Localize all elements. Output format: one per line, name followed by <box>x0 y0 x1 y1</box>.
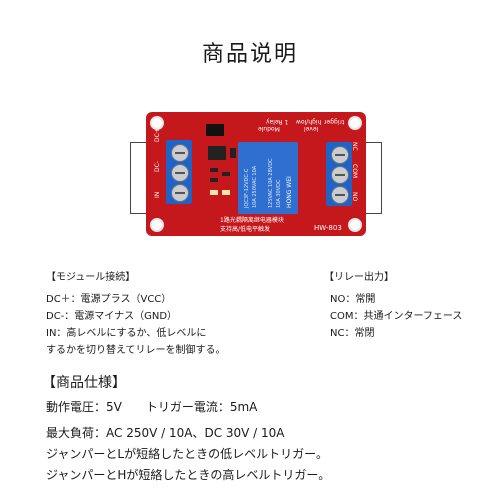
silk-header-4: level <box>304 125 319 132</box>
optocoupler-chip <box>208 146 226 160</box>
jumper-header <box>206 124 224 136</box>
silk-header-2: Module <box>258 125 280 132</box>
pin-label-dcplus: DC+ <box>154 128 161 142</box>
screw-terminal <box>331 166 349 184</box>
relay-out-heading: 【リレー出力】 <box>324 272 394 283</box>
silk-header-3: high/low <box>296 118 322 125</box>
pin-label-nc: NC <box>351 142 358 151</box>
mounting-hole <box>150 218 164 232</box>
relay-brand: HONG WEI <box>286 176 293 208</box>
right-bracket-line <box>359 142 382 214</box>
resistor <box>210 178 218 182</box>
pcb-board: 1 Relay Module high/low level trigger DC… <box>146 112 366 236</box>
relay-out-line-2: COM：共通インターフェース <box>330 311 463 322</box>
board-chinese-label-1: 1路光耦隔离继电器模块 <box>220 217 284 224</box>
pin-label-in: IN <box>154 191 161 198</box>
screw-terminal <box>171 184 189 202</box>
pin-label-dcminus: DC- <box>154 161 161 172</box>
output-terminal-block <box>326 142 352 206</box>
power-led <box>222 190 230 195</box>
board-chinese-label-2: 支持高/低电平触发 <box>220 226 271 233</box>
input-terminal-block <box>166 140 192 204</box>
resistor <box>210 168 218 172</box>
spec-line-2: 最大負荷：AC 250V / 10A、DC 30V / 10A <box>46 426 285 440</box>
module-conn-heading: 【モジュール接続】 <box>46 272 136 283</box>
module-conn-line-3: IN：高レベルにするか、低レベルに <box>46 328 207 339</box>
spec-line-1: 動作電圧：5V トリガー電流：5mA <box>46 400 258 414</box>
transistor <box>230 148 236 158</box>
resistor <box>222 172 230 176</box>
relay-out-line-1: NO：常開 <box>330 294 376 305</box>
relay-rating-2: 125VAC 10A 28VDC <box>268 158 274 208</box>
silk-header-5: trigger <box>324 118 345 125</box>
relay-out-line-3: NC：常閉 <box>330 328 375 339</box>
module-conn-line-4: するかを切り替えてリレーを制御する。 <box>46 345 226 356</box>
pin-label-com: COM <box>351 164 358 179</box>
spec-line-4: ジャンパーとHが短絡したときの高レベルトリガー。 <box>46 468 331 482</box>
module-conn-line-2: DC-：電源マイナス（GND） <box>46 311 178 322</box>
board-model-label: HW-803 <box>314 224 342 232</box>
relay-rating-3: 10A 30VDC <box>276 179 282 209</box>
spec-heading: 【商品仕様】 <box>42 375 126 391</box>
page-title: 商品说明 <box>201 42 298 67</box>
spec-line-3: ジャンパーとLが短絡したときの低レベルトリガー。 <box>46 447 328 461</box>
screw-terminal <box>171 164 189 182</box>
mounting-hole <box>150 116 164 130</box>
left-bracket-line <box>130 142 153 214</box>
relay-board-illustration: 1 Relay Module high/low level trigger DC… <box>130 108 382 238</box>
status-led <box>210 190 218 195</box>
screw-terminal <box>171 144 189 162</box>
pin-label-no: NO <box>351 192 358 202</box>
silk-header-1: 1 Relay <box>266 118 289 125</box>
mounting-hole <box>348 218 362 232</box>
module-conn-line-1: DC＋：電源プラス（VCC） <box>46 294 172 305</box>
mounting-hole <box>348 116 362 130</box>
screw-terminal <box>331 186 349 204</box>
relay-rating-1: 10A 250VAC 10A <box>252 165 258 208</box>
relay-model-text: JQC3F-12VDC-C <box>244 168 250 208</box>
screw-terminal <box>331 146 349 164</box>
relay-component: JQC3F-12VDC-C 10A 250VAC 10A 125VAC 10A … <box>238 142 298 214</box>
